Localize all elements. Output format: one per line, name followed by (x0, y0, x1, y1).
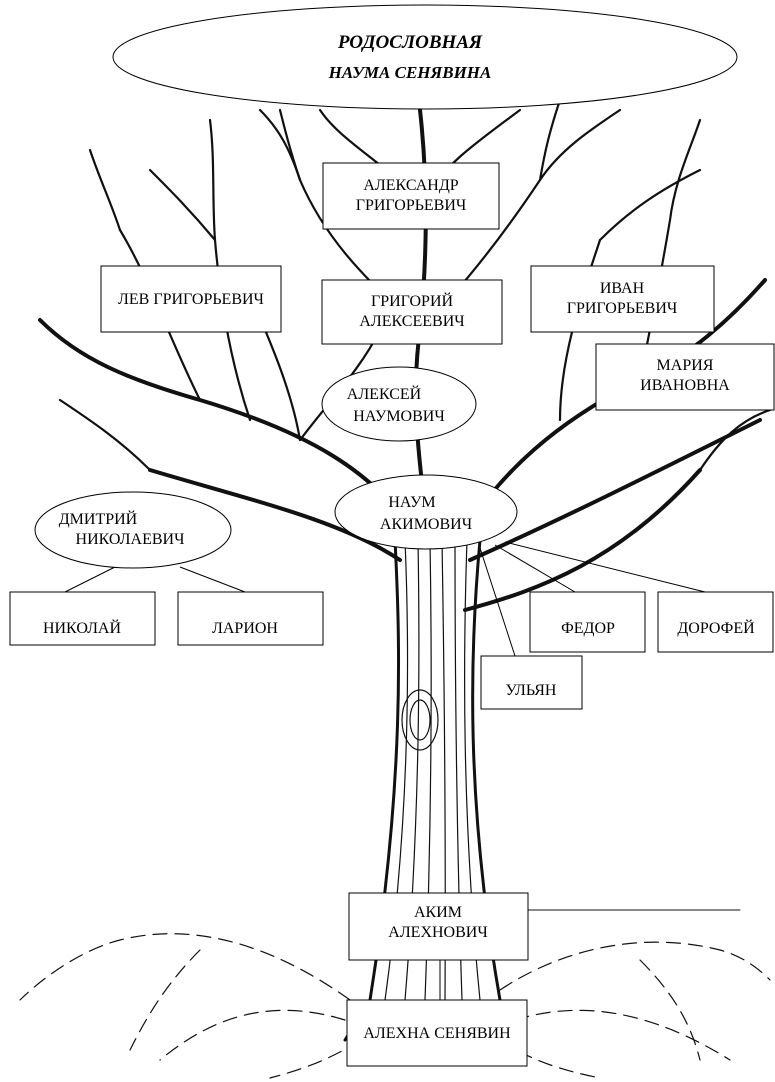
node-label: АЛЕКСЕЙ (347, 384, 422, 403)
node-label: АЛЕХНА СЕНЯВИН (363, 1025, 511, 1042)
node-label: ГРИГОРЬЕВИЧ (567, 300, 678, 317)
node-label: АЛЕХНОВИЧ (388, 924, 487, 941)
node-label: НИКОЛАЕВИЧ (76, 531, 185, 548)
node-label: АКИМОВИЧ (380, 516, 472, 533)
node-maria: МАРИЯ ИВАНОВНА (595, 343, 775, 411)
node-label: АКИМ (414, 904, 462, 921)
node-larion: ЛАРИОН (177, 591, 324, 646)
title-line-2: НАУМА СЕНЯВИНА (328, 63, 492, 82)
node-alexander: АЛЕКСАНДР ГРИГОРЬЕВИЧ (322, 162, 500, 230)
node-ulyan: УЛЬЯН (480, 655, 583, 710)
connector-lines (64, 541, 706, 1000)
node-label: АЛЕКСАНДР (363, 177, 458, 194)
node-alexey: АЛЕКСЕЙ НАУМОВИЧ (321, 366, 477, 442)
node-alekhna: АЛЕХНА СЕНЯВИН (346, 999, 528, 1067)
node-label: ЛЕВ ГРИГОРЬЕВИЧ (118, 291, 264, 308)
node-label: НАУМ (388, 494, 435, 511)
node-label: ИВАНОВНА (640, 377, 730, 394)
node-label: ДОРОФЕЙ (677, 618, 755, 637)
node-nikolay: НИКОЛАЙ (9, 591, 156, 646)
node-dmitry: ДМИТРИЙ НИКОЛАЕВИЧ (34, 491, 232, 569)
node-naum: НАУМ АКИМОВИЧ (334, 474, 518, 550)
title-line-1: РОДОСЛОВНАЯ (337, 32, 483, 53)
node-dorofey: ДОРОФЕЙ (657, 591, 774, 653)
node-fedor: ФЕДОР (529, 591, 646, 653)
node-label: МАРИЯ (657, 357, 714, 374)
node-label: ФЕДОР (561, 620, 615, 637)
node-label: АЛЕКСЕЕВИЧ (359, 313, 464, 330)
node-label: ГРИГОРЬЕВИЧ (356, 197, 467, 214)
node-label: ДМИТРИЙ (59, 509, 138, 528)
node-label: ГРИГОРИЙ (371, 291, 454, 310)
node-label: НИКОЛАЙ (43, 618, 122, 637)
node-akim: АКИМ АЛЕХНОВИЧ (348, 892, 529, 961)
node-label: НАУМОВИЧ (353, 408, 444, 425)
node-label: ИВАН (600, 280, 645, 297)
node-ivan: ИВАН ГРИГОРЬЕВИЧ (530, 265, 715, 333)
node-lev: ЛЕВ ГРИГОРЬЕВИЧ (100, 265, 282, 333)
title-ellipse: РОДОСЛОВНАЯ НАУМА СЕНЯВИНА (112, 4, 738, 110)
node-grigory: ГРИГОРИЙ АЛЕКСЕЕВИЧ (321, 279, 503, 345)
node-label: ЛАРИОН (212, 620, 278, 637)
node-label: УЛЬЯН (506, 682, 557, 699)
